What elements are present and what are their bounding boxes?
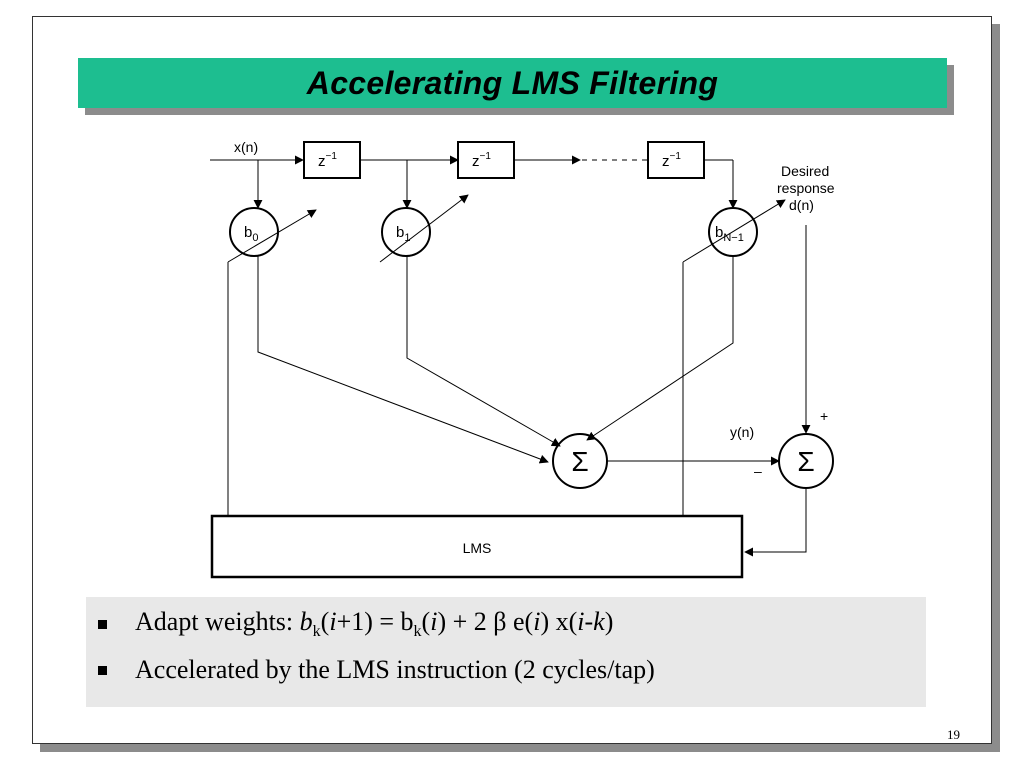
delay-box-N (647, 141, 705, 179)
error-line (744, 488, 807, 557)
adapt-arrow-b0 (227, 209, 317, 263)
sum-symbol-2: Σ (797, 446, 814, 477)
bullet-accelerated: Accelerated by the LMS instruction (2 cy… (86, 655, 655, 685)
delay-box-2 (457, 141, 515, 179)
bullet-text-2: Accelerated by the LMS instruction (2 cy… (135, 655, 655, 684)
output-label: y(n) (730, 424, 754, 440)
slide-title: Accelerating LMS Filtering (306, 64, 719, 101)
delay-label-2: z−1 (472, 151, 491, 170)
b0-to-sum-line (257, 256, 549, 464)
coef-circle-b1 (381, 207, 431, 257)
bullet-box: Adapt weights: bk(i+1) = bk(i) + 2 β e(i… (86, 597, 926, 707)
coef-label-bN: bN−1 (715, 224, 744, 244)
input-label: x(n) (234, 139, 258, 155)
sum-symbol-1: Σ (571, 446, 588, 477)
adapt-arrow-b1 (379, 194, 469, 263)
bullet-text-1: Adapt weights: bk(i+1) = bk(i) + 2 β e(i… (135, 607, 614, 641)
coef-label-b0: b0 (244, 224, 258, 244)
page-number: 19 (947, 727, 960, 742)
delay-label-N: z−1 (662, 151, 681, 170)
coef-label-b1: b1 (396, 224, 410, 244)
plus-sign: + (820, 408, 828, 424)
bullet-adapt-weights: Adapt weights: bk(i+1) = bk(i) + 2 β e(i… (86, 607, 613, 641)
desired-label-3: d(n) (789, 197, 814, 213)
bullet-square-icon (98, 619, 107, 629)
minus-sign: – (754, 463, 762, 479)
desired-label-1: Desired (781, 163, 829, 179)
delay-label-1: z−1 (318, 151, 337, 170)
adapt-arrow-bN (682, 199, 786, 263)
bullet-square-icon (98, 665, 107, 675)
bN-to-sum-line (586, 256, 734, 441)
title-bar: Accelerating LMS Filtering (78, 58, 947, 108)
desired-label-2: response (777, 180, 835, 196)
lms-label: LMS (463, 540, 492, 556)
delay-box-1 (303, 141, 361, 179)
b1-to-sum-line (406, 256, 561, 447)
lms-box (210, 514, 744, 579)
